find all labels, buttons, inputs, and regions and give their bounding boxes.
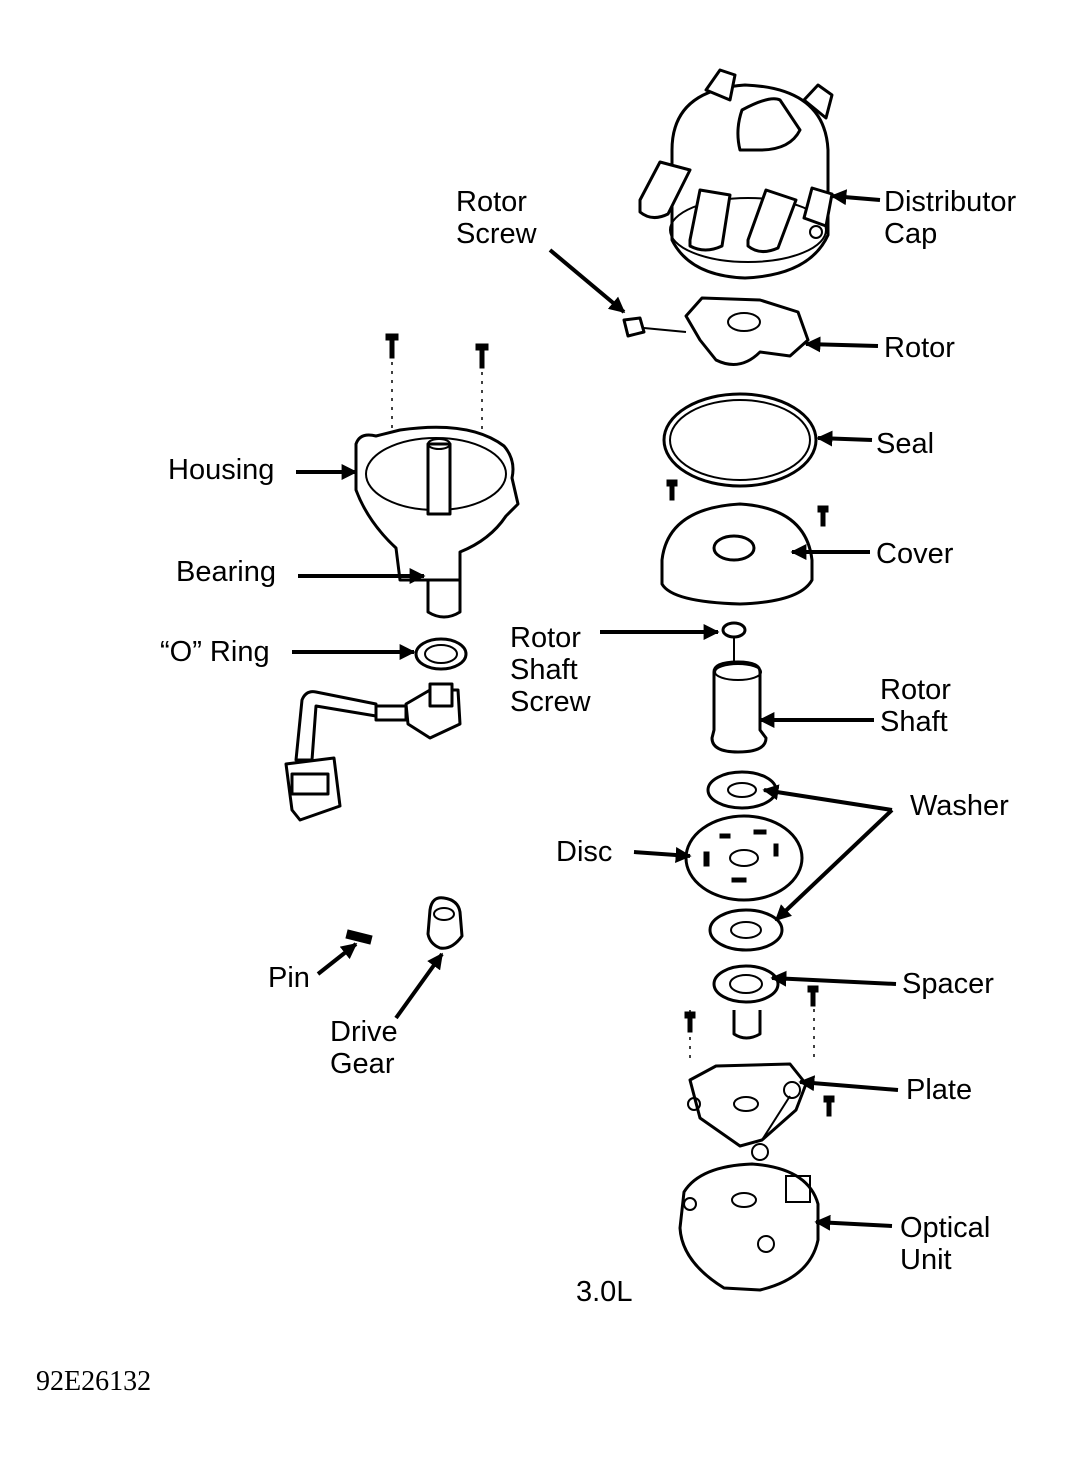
- o-ring-part: [414, 637, 468, 671]
- label-distributor-cap-line1: Distributor: [884, 186, 1017, 218]
- optical-unit-leader: [814, 1214, 893, 1231]
- label-optical-unit-line2: Unit: [900, 1244, 952, 1276]
- rotor-shaft-screw-part: [721, 621, 747, 662]
- plate-part: [687, 1062, 808, 1148]
- seal-leader: [816, 430, 873, 447]
- disc-part: [684, 814, 804, 902]
- cover-part: [660, 490, 823, 606]
- rotor-part: [684, 296, 810, 366]
- housing-screw-left: [385, 333, 399, 359]
- label-housing: Housing: [168, 454, 275, 486]
- distributor-cap-leader: [830, 189, 881, 206]
- label-washer: Washer: [910, 790, 1009, 822]
- spacer-screw-right: [807, 985, 819, 1007]
- rotor-screw-part: [622, 316, 687, 338]
- label-seal: Seal: [876, 428, 935, 460]
- housing-screw-right: [475, 343, 489, 369]
- label-cover: Cover: [876, 538, 954, 570]
- label-rotor-shaft: Rotor Shaft: [880, 674, 951, 738]
- engine-label: 3.0L: [576, 1276, 633, 1308]
- label-plate: Plate: [906, 1074, 973, 1106]
- label-rotor-shaft-line2: Shaft: [880, 706, 948, 738]
- label-distributor-cap-line2: Cap: [884, 218, 938, 250]
- plate-leader: [798, 1075, 899, 1092]
- label-bearing: Bearing: [176, 556, 276, 588]
- label-rotor-shaft-screw-line2: Shaft: [510, 654, 578, 686]
- label-rotor-screw: Rotor Screw: [456, 186, 537, 250]
- label-rotor-shaft-line1: Rotor: [880, 674, 951, 706]
- rotor-leader: [804, 336, 879, 353]
- label-rotor-shaft-screw-line1: Rotor: [510, 622, 581, 654]
- label-optical-unit-line1: Optical: [900, 1212, 991, 1244]
- label-rotor-shaft-screw-line3: Screw: [510, 686, 591, 718]
- washer-leader-upper: [762, 784, 893, 812]
- label-rotor-screw-line1: Rotor: [456, 186, 527, 218]
- housing-part: [354, 425, 520, 619]
- label-distributor-cap: Distributor Cap: [884, 186, 1016, 250]
- rotor-shaft-part: [710, 660, 768, 754]
- spacer-screw-left: [684, 1011, 696, 1033]
- drive-gear-part: [426, 896, 464, 950]
- label-rotor-screw-line2: Screw: [456, 218, 537, 250]
- distributor-cap: [638, 68, 834, 280]
- washer-upper: [706, 770, 778, 810]
- spacer-part: [689, 964, 815, 1060]
- seal-part: [662, 392, 818, 488]
- label-drive-gear-line1: Drive: [330, 1016, 398, 1048]
- pin-leader: [316, 942, 358, 976]
- label-optical-unit: Optical Unit: [900, 1212, 990, 1276]
- label-drive-gear: Drive Gear: [330, 1016, 398, 1080]
- label-disc: Disc: [556, 836, 613, 868]
- label-pin: Pin: [268, 962, 310, 994]
- spacer-leader: [770, 970, 897, 987]
- label-o-ring: “O” Ring: [160, 636, 270, 668]
- figure-code: 92E26132: [36, 1366, 152, 1397]
- cover-screw-left: [666, 479, 678, 501]
- optical-unit-part: [678, 1143, 820, 1292]
- label-rotor: Rotor: [884, 332, 955, 364]
- label-spacer: Spacer: [902, 968, 994, 1000]
- drive-gear-leader: [394, 952, 444, 1020]
- pin-part: [345, 929, 373, 945]
- disc-leader: [633, 846, 692, 863]
- label-rotor-shaft-screw: Rotor Shaft Screw: [510, 622, 591, 718]
- rotor-screw-leader: [548, 248, 626, 314]
- plate-screw: [823, 1095, 835, 1117]
- cover-screw-right: [817, 505, 829, 527]
- wiring-harness: [284, 682, 462, 822]
- label-drive-gear-line2: Gear: [330, 1048, 395, 1080]
- washer-lower: [708, 908, 784, 952]
- washer-leader-lower: [774, 808, 894, 922]
